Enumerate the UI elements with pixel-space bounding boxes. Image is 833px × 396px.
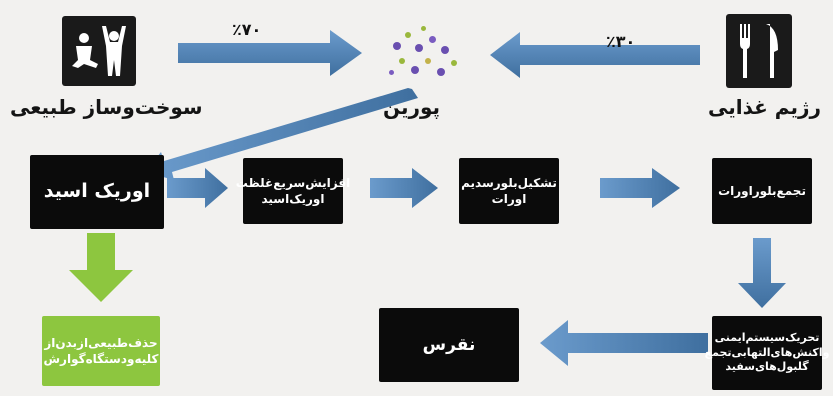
box-uric-acid: اوریک اسید <box>30 155 164 229</box>
arrow-crystal-to-accumulation <box>600 168 680 208</box>
rapid-increase-line1: افزایش‌سریع‌غلظت <box>235 175 351 190</box>
percent-diet: ٪۳۰ <box>606 32 636 51</box>
immune-response-line2: واکنش‌های‌التهابی‌تجمع <box>704 345 830 359</box>
box-immune-response: تحریک‌سیستم‌ایمنی واکنش‌های‌التهابی‌تجمع… <box>705 316 829 390</box>
purine-molecules-icon <box>385 22 465 82</box>
label-diet: رژیم غذایی <box>708 95 821 119</box>
arrow-uric-to-increase <box>167 168 228 208</box>
natural-removal-line1: حذف‌طبیعی‌ازبدن‌از <box>44 335 158 350</box>
natural-removal-line2: کلیه‌ودستگاه‌گوارش <box>43 352 159 366</box>
arrow-increase-to-crystal <box>370 168 438 208</box>
arrow-metabolism-to-purine <box>178 30 362 76</box>
fork-knife-icon <box>726 14 792 88</box>
box-natural-removal: حذف‌طبیعی‌ازبدن‌از کلیه‌ودستگاه‌گوارش <box>42 316 160 386</box>
label-natural-metabolism: سوخت‌وساز طبیعی <box>10 95 203 119</box>
arrow-accumulation-to-immune <box>738 238 786 308</box>
exercise-people-icon <box>62 16 136 86</box>
immune-response-line3: گلبول‌های‌سفید <box>725 360 809 374</box>
arrow-uric-to-removal <box>69 233 133 302</box>
gout-text: نقرس <box>422 334 476 355</box>
box-rapid-increase: افزایش‌سریع‌غلظت اوریک‌اسید <box>236 158 350 224</box>
label-purine: پورین <box>383 95 441 119</box>
rapid-increase-line2: اوریک‌اسید <box>261 192 325 206</box>
crystal-formation-line2: اورات <box>491 192 527 206</box>
box-crystal-formation: تشکیل‌بلورسدیم اورات <box>459 158 559 224</box>
uric-acid-text: اوریک اسید <box>43 180 151 203</box>
arrow-diet-to-purine <box>490 32 700 78</box>
box-crystal-accumulation: تجمع‌بلوراورات <box>712 158 812 224</box>
crystal-formation-line1: تشکیل‌بلورسدیم <box>461 175 557 190</box>
arrow-immune-to-gout <box>540 320 708 366</box>
immune-response-line1: تحریک‌سیستم‌ایمنی <box>714 330 820 344</box>
percent-metabolism: ٪۷۰ <box>232 20 262 39</box>
arrow-purine-to-uric-acid <box>145 88 418 180</box>
box-gout: نقرس <box>379 308 519 382</box>
crystal-accumulation-text: تجمع‌بلوراورات <box>718 183 806 198</box>
